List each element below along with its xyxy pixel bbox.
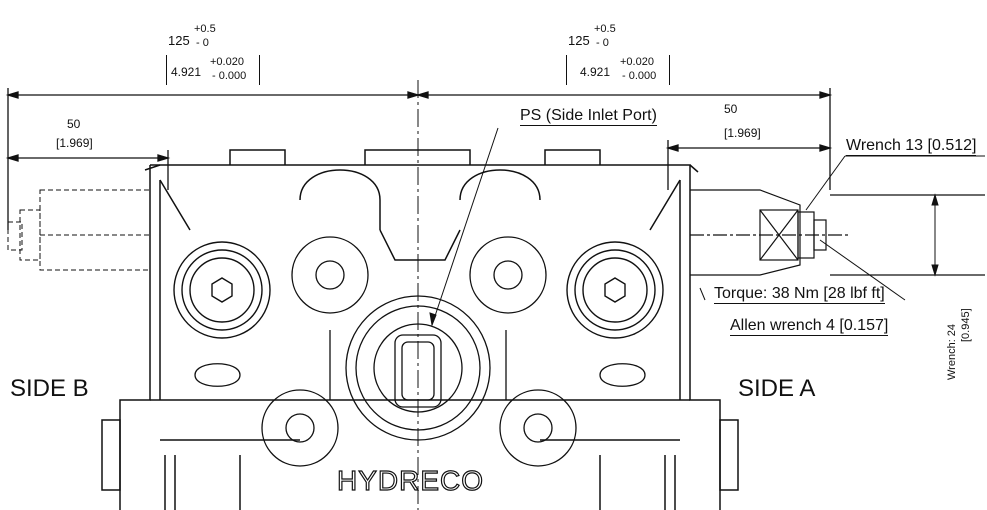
valve-body (101, 149, 739, 510)
left-overall-tol-upper: +0.5 (194, 23, 216, 35)
left-overall-inch-upper: +0.020 (210, 56, 244, 68)
allen-wrench-callout: Allen wrench 4 [0.157] (730, 317, 889, 336)
right-overall-nominal: 125 (568, 33, 590, 48)
bolt-holes (261, 236, 577, 467)
wrench-13-callout: Wrench 13 [0.512] (846, 137, 977, 156)
right-fifty-inch: [1.969] (724, 126, 761, 140)
left-overall-inch-bracket (166, 55, 260, 85)
right-valve (690, 189, 985, 276)
side-b-label: SIDE B (10, 375, 89, 402)
leader-lines (429, 127, 985, 327)
torque-callout: Torque: 38 Nm [28 lbf ft] (714, 285, 885, 304)
right-overall-inch-lower: - 0.000 (622, 70, 657, 82)
side-inlet-callout: PS (Side Inlet Port) (520, 107, 657, 126)
left-overall-tol-lower: - 0 (196, 37, 209, 49)
left-phantom-valve (7, 189, 151, 271)
right-overall-inch-upper: +0.020 (620, 56, 654, 68)
wrench-24-label: Wrench: 24 (946, 323, 958, 380)
hydreco-logo: HYDRECO (336, 464, 485, 496)
fifty-dimension-lines (5, 140, 833, 190)
right-fifty-mm: 50 (724, 102, 738, 116)
right-overall-inch-bracket (566, 55, 670, 85)
left-plug (173, 241, 271, 339)
left-overall-nominal: 125 (168, 33, 190, 48)
drain-slots (194, 363, 646, 387)
overall-dimension-lines (5, 88, 833, 230)
right-overall-tol-lower: - 0 (596, 37, 609, 49)
inlet-port (329, 295, 507, 441)
left-overall-inch-lower: - 0.000 (212, 70, 247, 82)
right-overall-tol-upper: +0.5 (594, 23, 616, 35)
right-overall-inch: 4.921 (580, 65, 611, 79)
wrench-24-inch: [0.945] (960, 308, 972, 342)
right-plug (566, 241, 664, 339)
left-overall-inch: 4.921 (171, 65, 202, 79)
left-fifty-inch: [1.969] (56, 136, 93, 150)
side-a-label: SIDE A (738, 375, 816, 402)
left-fifty-mm: 50 (67, 117, 81, 131)
